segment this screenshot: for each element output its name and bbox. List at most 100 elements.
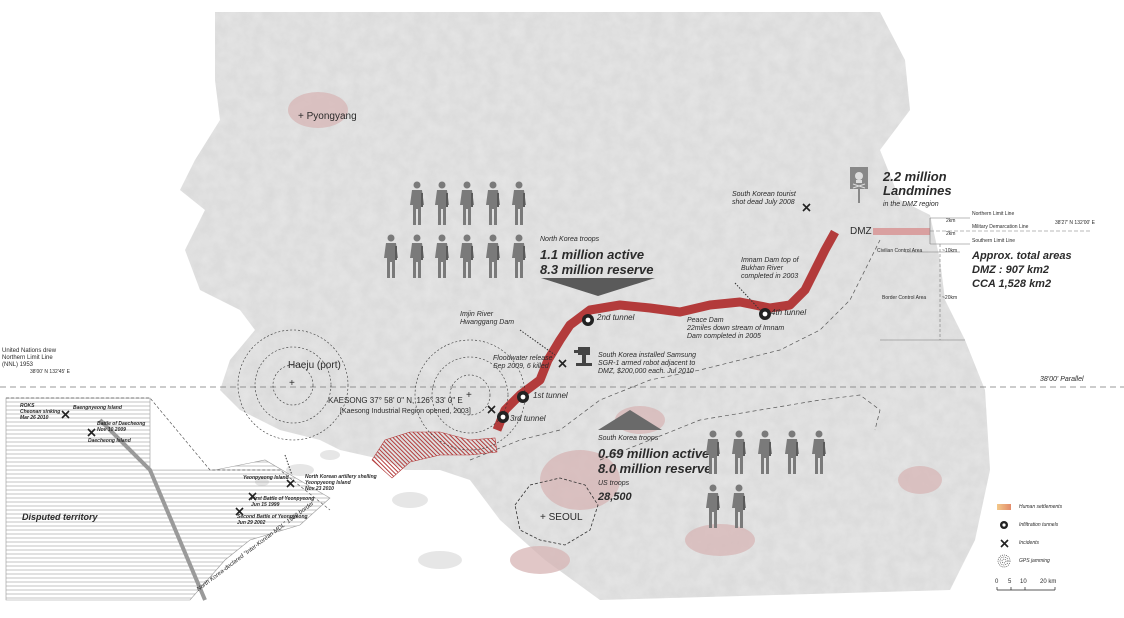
parallel-coord-right: 38'27' N 132'00' E	[1055, 220, 1095, 226]
nk-border-line	[98, 418, 207, 601]
skull-sign-icon	[849, 167, 869, 203]
soldier-icon	[458, 234, 476, 283]
civilian-control-label: Civilian Control Area	[877, 248, 923, 254]
disputed-territory	[5, 397, 331, 601]
tunnel-2-label: 2nd tunnel	[597, 313, 635, 322]
seoul-label: + SEOUL	[540, 512, 583, 523]
scale-bar	[995, 578, 1065, 597]
soldier-icon	[730, 484, 748, 533]
legend-incidents: Incidents	[997, 538, 1039, 548]
areas-dmz: DMZ : 907 km2	[972, 264, 1050, 276]
daecheong-island-label: Daecheong Island	[88, 438, 131, 444]
kaesong-note: [Kaesong Industrial Region opened, 2003]	[340, 408, 471, 415]
soldier-icon	[433, 181, 451, 230]
yeonpyeong-island-label: Yeonpyeong Island	[243, 475, 289, 481]
tunnel-marker-icon	[997, 521, 1011, 529]
zone-2km-b: 2km	[946, 231, 956, 237]
north-troops-active: 1.1 million active	[540, 247, 645, 262]
haeju-plus-icon: +	[289, 378, 295, 389]
settlement-swatch	[997, 503, 1011, 511]
baengnyeong-label: Baengnyeong Island	[73, 405, 122, 411]
cross-icon	[61, 406, 70, 424]
zone-20km: ~20km	[942, 295, 958, 301]
tourist-note: South Korean tourist shot dead July 2008	[732, 191, 796, 207]
soldier-icon	[510, 234, 528, 283]
soldier-icon	[433, 234, 451, 283]
soldier-icon	[730, 430, 748, 479]
scale-tick-0: 0	[995, 579, 999, 585]
tunnel-marker-icon	[516, 390, 530, 409]
zone-10km: ~10km	[942, 248, 958, 254]
south-troops-title: South Korea troops	[598, 435, 659, 442]
robot-note: South Korea installed Samsung SGR-1 arme…	[598, 352, 697, 376]
tunnel-marker-icon	[496, 410, 510, 429]
soldier-icon	[408, 181, 426, 230]
tunnel-1-label: 1st tunnel	[533, 391, 568, 400]
cross-icon	[997, 538, 1011, 548]
robot-icon	[572, 345, 596, 372]
parallel-coord-left: 38'00' N 132'45' E	[30, 369, 70, 375]
gps-jamming-icon	[997, 554, 1011, 568]
cross-icon	[286, 475, 295, 493]
cross-icon	[558, 355, 567, 373]
cross-icon	[235, 503, 244, 521]
soldier-icon	[810, 430, 828, 479]
border-control-label: Border Control Area	[882, 295, 927, 301]
landmines-sub: in the DMZ region	[883, 201, 939, 208]
soldier-icon	[783, 430, 801, 479]
han-estuary-dmz	[371, 431, 498, 479]
tunnel-marker-icon	[581, 313, 595, 332]
cross-icon	[248, 488, 257, 506]
landmines-label: Landmines	[883, 183, 952, 198]
areas-title: Approx. total areas	[972, 250, 1072, 262]
south-troops-active: 0.69 million active	[598, 446, 710, 461]
soldier-icon	[704, 430, 722, 479]
dmz-label: DMZ	[850, 226, 872, 237]
nnl-line	[6, 397, 331, 511]
north-troops-reserve: 8.3 million reserve	[540, 262, 654, 277]
legend-gps: GPS jamming	[997, 554, 1050, 568]
soldier-icon	[382, 234, 400, 283]
first-battle-note: First Battle of Yeonpyeong Jun 15 1999	[251, 496, 315, 508]
mdl-label: Military Demarcation Line	[972, 224, 1029, 230]
cross-icon	[487, 401, 496, 419]
dmz-band	[492, 229, 839, 432]
imjin-note: Imjin River Hwanggang Dam	[460, 311, 515, 327]
daecheong-battle-note: Battle of Daecheong Nov 10 2009	[97, 421, 146, 433]
legend-tunnels: Infiltration tunnels	[997, 521, 1058, 529]
northern-limit-label: Northern Limit Line	[972, 211, 1015, 217]
seoul-boundary	[514, 477, 599, 546]
kaesong-label: KAESONG 37° 58' 0" N, 126° 33' 0" E	[328, 396, 463, 405]
south-troops-reserve: 8.0 million reserve	[598, 461, 712, 476]
islands	[255, 450, 462, 569]
plus-icon: +	[540, 512, 549, 523]
soldier-icon	[756, 430, 774, 479]
tunnel-marker-icon	[758, 307, 772, 326]
landmines-value: 2.2 million	[883, 169, 947, 184]
south-troops-arrow	[598, 410, 662, 430]
cross-icon	[802, 199, 811, 217]
north-troops-arrow	[541, 278, 655, 296]
plus-icon: +	[298, 111, 307, 122]
scale-tick-10: 10	[1020, 579, 1027, 585]
legend-settlements: Human settlements	[997, 503, 1062, 511]
floodwater-note: Floodwater release Sep 2009, 6 killed	[493, 355, 553, 371]
tunnel-4-label: 4th tunnel	[771, 308, 807, 317]
leader-lines	[284, 282, 761, 476]
border-control-boundary	[599, 394, 881, 461]
scale-tick-20: 20 km	[1040, 579, 1057, 585]
haeju-label: Haeju (port)	[288, 360, 341, 371]
scale-tick-5: 5	[1008, 579, 1012, 585]
kaesong-plus-icon: +	[466, 390, 472, 401]
soldier-icon	[510, 181, 528, 230]
us-troops-value: 28,500	[598, 491, 632, 503]
areas-cca: CCA 1,528 km2	[972, 278, 1052, 290]
cheonan-note: ROKS Cheonan sinking Mar 26 2010	[20, 403, 61, 421]
second-battle-note: Second Battle of Yeonpyeong Jun 29 2002	[237, 514, 308, 526]
parallel-label: 38'00' Parallel	[1040, 376, 1084, 383]
nnl-text: United Nations drew Northern Limit Line …	[2, 348, 57, 368]
soldier-icon	[484, 181, 502, 230]
imnam-note: Imnam Dam top of Bukhan River completed …	[741, 257, 799, 281]
tunnel-3-label: 3rd tunnel	[510, 414, 546, 423]
